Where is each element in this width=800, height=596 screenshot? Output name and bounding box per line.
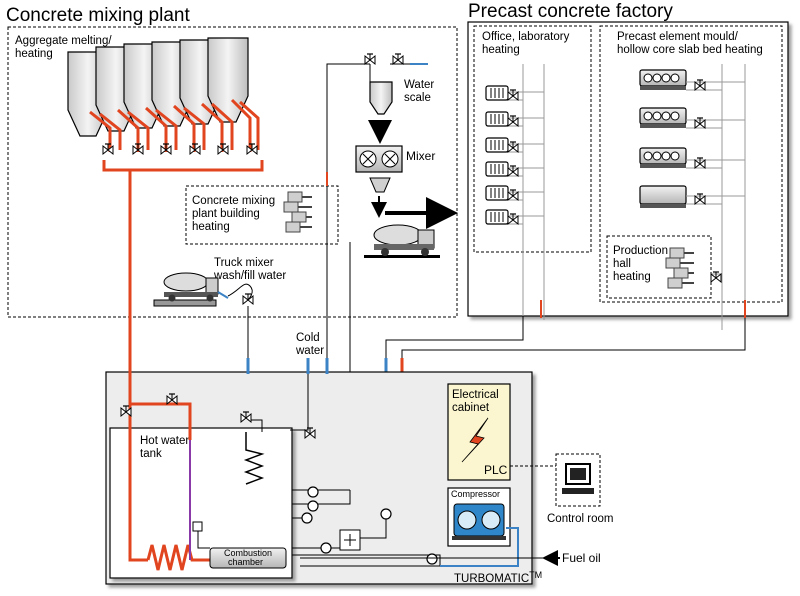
pump-3 xyxy=(301,512,313,524)
cold-water-line xyxy=(290,374,309,431)
office-heating-label: Office, laboratory heating xyxy=(482,31,573,56)
mixer-label: Mixer xyxy=(406,149,435,163)
aggregate-label: Aggregate melting/ heating xyxy=(15,35,115,60)
mould-heating-label: Precast element mould/ hollow core slab … xyxy=(617,31,763,56)
pump-4 xyxy=(320,542,332,554)
electrical-cabinet-label: Electrical cabinet xyxy=(452,389,502,414)
wash-hose xyxy=(227,283,253,301)
building-heating-box xyxy=(185,185,339,245)
office-heating-box xyxy=(473,25,592,253)
pump-2 xyxy=(307,500,319,512)
concrete-truck-icon xyxy=(364,224,440,258)
truck-mixer-label: Truck mixer wash/fill water xyxy=(213,257,286,282)
heat-exchanger-symbol xyxy=(344,534,356,546)
mould-heating-box xyxy=(599,25,783,303)
building-heating-label: Concrete mixing plant building heating xyxy=(192,195,278,233)
mould-elements xyxy=(639,69,687,208)
water-scale-label: Water scale xyxy=(404,79,437,104)
production-hall-box xyxy=(606,235,712,299)
truck-mixer-icon xyxy=(153,272,229,307)
hot-water-coil xyxy=(243,432,265,485)
pump-1 xyxy=(307,486,319,498)
plc-label: PLC xyxy=(484,463,508,477)
distribution-lines xyxy=(197,489,441,567)
compressor-icon xyxy=(452,503,506,540)
compressor-air-line xyxy=(440,527,519,567)
office-pipes xyxy=(508,64,545,320)
fuel-oil-label: Fuel oil xyxy=(562,551,601,565)
mixing-plant-boundary xyxy=(7,26,458,318)
pump-5 xyxy=(380,508,392,520)
fuel-pump xyxy=(426,553,438,565)
mould-pipes xyxy=(686,64,746,340)
hot-water-tank-label: Hot water tank xyxy=(140,435,192,460)
brand-label: TURBOMATICTM xyxy=(454,570,542,585)
lightning-icon xyxy=(461,417,489,463)
aggregate-heating-pipes xyxy=(89,98,264,365)
cold-water-label: Cold water xyxy=(295,332,324,357)
combustion-chamber-label: Combustion chamber xyxy=(224,548,275,567)
water-scale-icon xyxy=(369,81,393,115)
mixer-icon xyxy=(355,145,403,193)
production-hall-label: Production hall heating xyxy=(613,245,671,283)
compressor-label: Compressor xyxy=(451,489,500,499)
mixing-plant-title: Concrete mixing plant xyxy=(6,5,190,26)
mixing-node xyxy=(192,521,203,532)
coil-feed xyxy=(248,419,263,432)
precast-factory-title: Precast concrete factory xyxy=(468,1,673,22)
scale-valve-1 xyxy=(364,53,376,65)
aggregate-valves xyxy=(102,143,258,155)
electrical-cabinet xyxy=(447,383,511,481)
scale-valve-2 xyxy=(392,53,404,65)
combustion-chamber xyxy=(209,547,287,569)
aggregate-silos xyxy=(67,37,249,137)
computer-icon xyxy=(562,463,594,494)
control-room-label: Control room xyxy=(547,513,613,525)
